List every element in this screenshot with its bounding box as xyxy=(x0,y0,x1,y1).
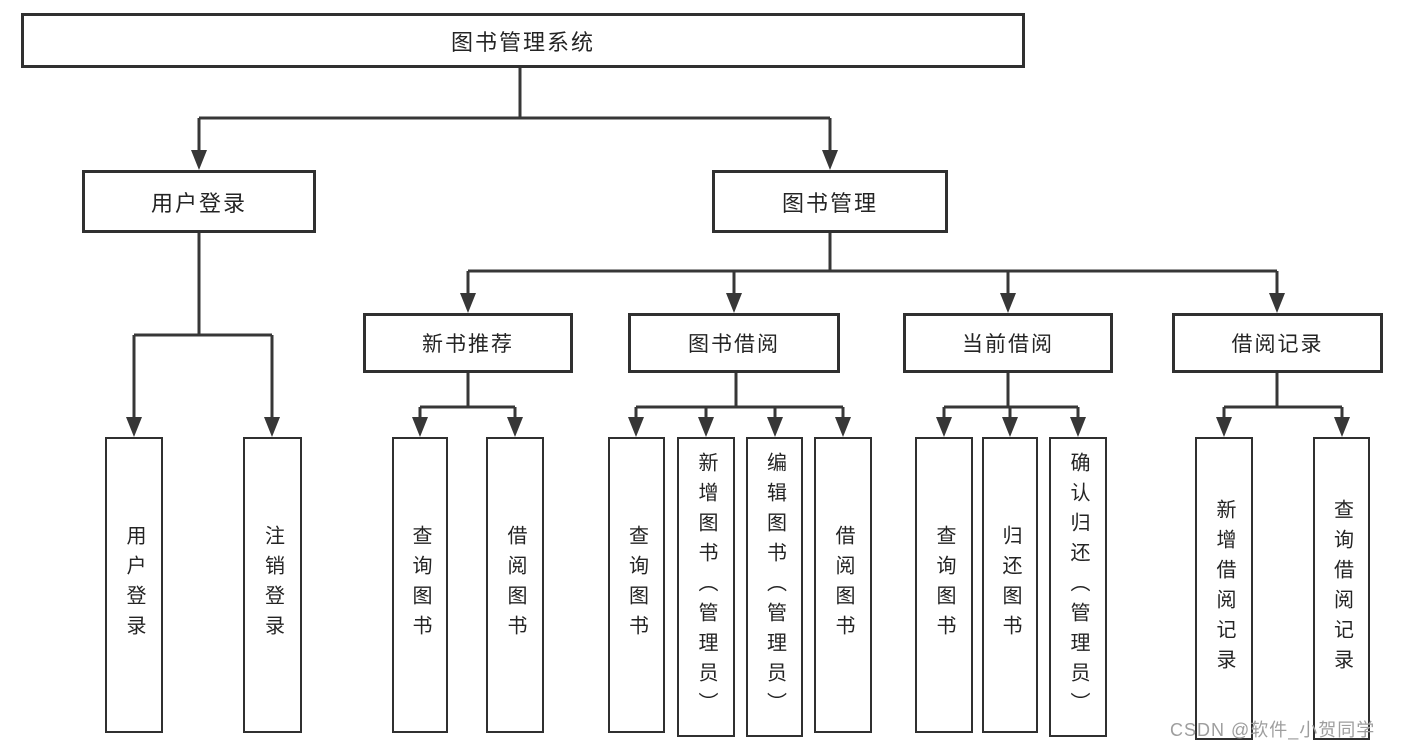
node-book-management: 图书管理 xyxy=(712,170,948,233)
arrowhead-icon xyxy=(412,417,428,437)
connectors-current-borrowing xyxy=(936,373,1086,437)
leaf-label: 编辑图书（管理员） xyxy=(763,452,786,722)
arrowhead-icon xyxy=(698,417,714,437)
leaf-borrow-books: 借阅图书 xyxy=(814,437,872,733)
arrowhead-icon xyxy=(822,150,838,170)
arrowhead-icon xyxy=(507,417,523,437)
leaf-label: 新增借阅记录 xyxy=(1213,498,1235,679)
leaf-label: 借阅图书 xyxy=(504,525,526,645)
leaf-label: 归还图书 xyxy=(999,525,1021,645)
leaf-label: 新增图书（管理员） xyxy=(695,452,717,722)
leaf-user-login: 用户登录 xyxy=(105,437,163,733)
arrowhead-icon xyxy=(264,417,280,437)
leaf-label: 确认归还（管理员） xyxy=(1067,452,1089,722)
arrowhead-icon xyxy=(767,417,783,437)
arrowhead-icon xyxy=(126,417,142,437)
leaf-label: 注销登录 xyxy=(261,525,284,645)
arrowhead-icon xyxy=(936,417,952,437)
arrowhead-icon xyxy=(726,293,742,313)
node-new-book-recommend: 新书推荐 xyxy=(363,313,573,373)
leaf-query-borrow-record: 查询借阅记录 xyxy=(1313,437,1370,740)
leaf-label: 查询借阅记录 xyxy=(1330,498,1353,679)
node-root: 图书管理系统 xyxy=(21,13,1025,68)
arrowhead-icon xyxy=(460,293,476,313)
leaf-add-book-admin: 新增图书（管理员） xyxy=(677,437,735,737)
arrowhead-icon xyxy=(628,417,644,437)
leaf-query-books-recommend: 查询图书 xyxy=(392,437,448,733)
arrowhead-icon xyxy=(1002,417,1018,437)
node-book-borrowing: 图书借阅 xyxy=(628,313,840,373)
leaf-borrow-books-recommend: 借阅图书 xyxy=(486,437,544,733)
arrowhead-icon xyxy=(1269,293,1285,313)
node-user-login: 用户登录 xyxy=(82,170,316,233)
leaf-label: 查询图书 xyxy=(409,525,431,645)
node-borrowing-records: 借阅记录 xyxy=(1172,313,1383,373)
leaf-logout: 注销登录 xyxy=(243,437,302,733)
connectors-book-management xyxy=(460,233,1285,313)
leaf-return-book: 归还图书 xyxy=(982,437,1038,733)
leaf-add-borrow-record: 新增借阅记录 xyxy=(1195,437,1253,740)
leaf-label: 用户登录 xyxy=(123,525,145,645)
leaf-confirm-return-admin: 确认归还（管理员） xyxy=(1049,437,1107,737)
leaf-query-books-borrowing: 查询图书 xyxy=(608,437,665,733)
connectors-root xyxy=(191,68,838,170)
arrowhead-icon xyxy=(1216,417,1232,437)
leaf-label: 查询图书 xyxy=(933,525,955,645)
connectors-borrowing-records xyxy=(1216,373,1350,437)
leaf-label: 查询图书 xyxy=(625,525,648,645)
node-current-borrowing: 当前借阅 xyxy=(903,313,1113,373)
arrowhead-icon xyxy=(1000,293,1016,313)
arrowhead-icon xyxy=(835,417,851,437)
connectors-user-login xyxy=(126,233,280,437)
arrowhead-icon xyxy=(1334,417,1350,437)
arrowhead-icon xyxy=(191,150,207,170)
leaf-query-books-current: 查询图书 xyxy=(915,437,973,733)
csdn-watermark: CSDN @软件_小贺同学 xyxy=(1170,720,1376,740)
arrowhead-icon xyxy=(1070,417,1086,437)
connectors-book-borrowing xyxy=(628,373,851,437)
connectors-new-book-recommend xyxy=(412,373,523,437)
leaf-label: 借阅图书 xyxy=(832,525,854,645)
leaf-edit-book-admin: 编辑图书（管理员） xyxy=(746,437,803,737)
